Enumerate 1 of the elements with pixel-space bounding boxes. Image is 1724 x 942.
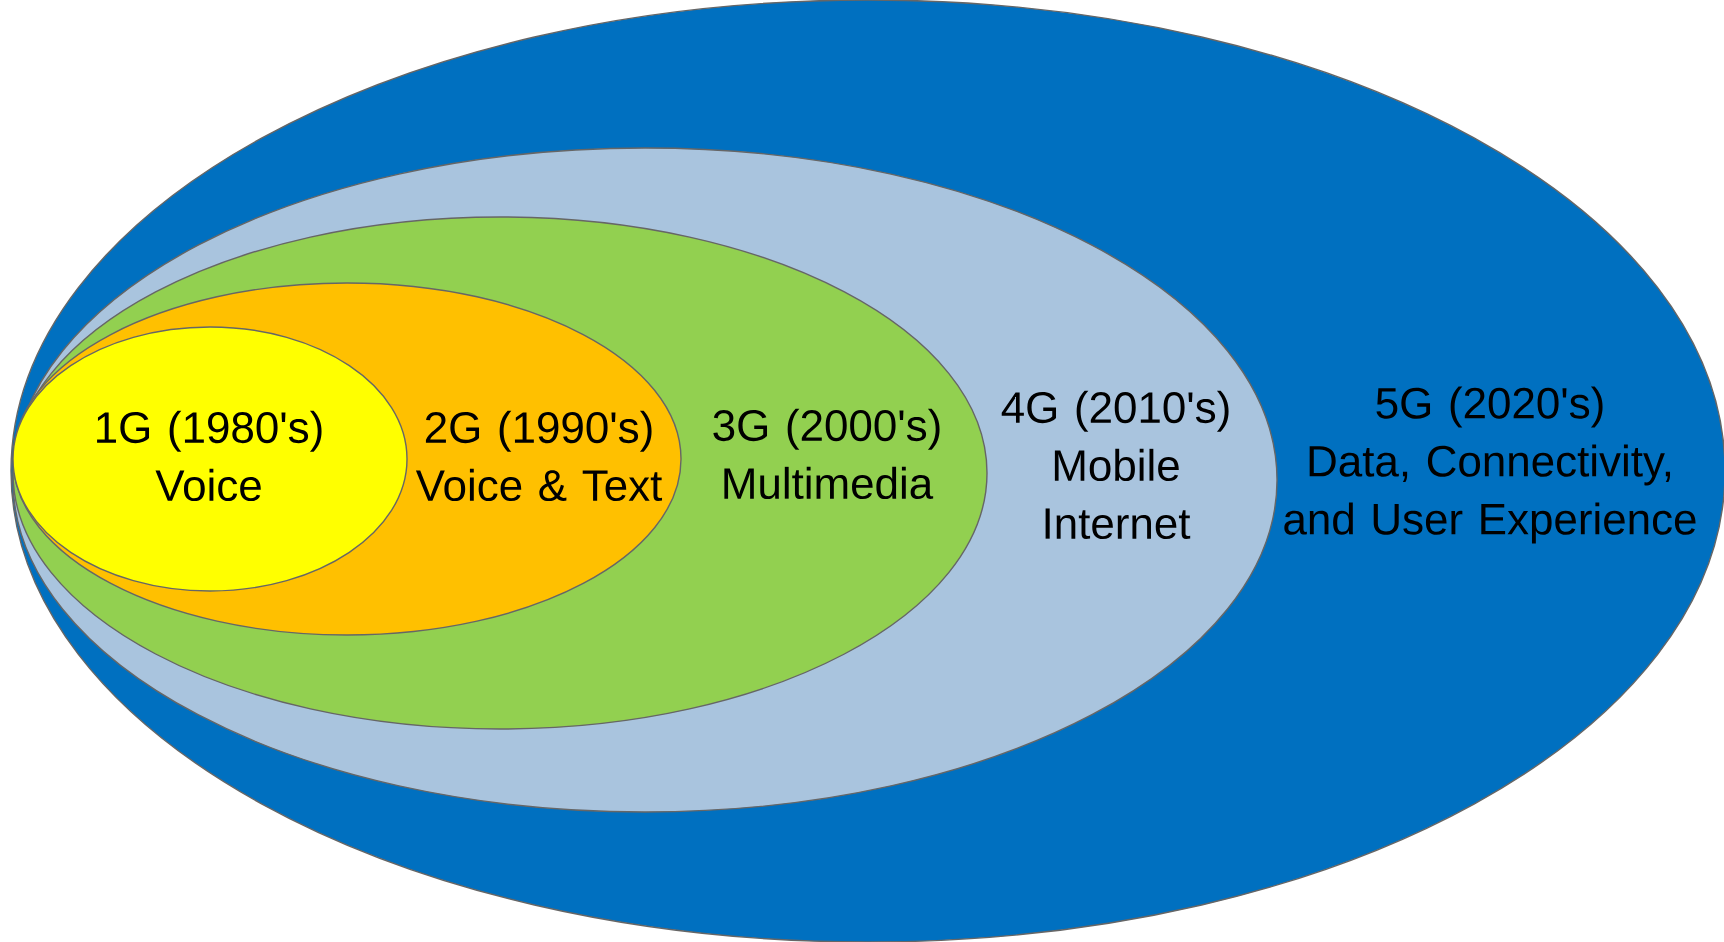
ellipse-region: 1G (1980's) Voice [12,326,408,592]
